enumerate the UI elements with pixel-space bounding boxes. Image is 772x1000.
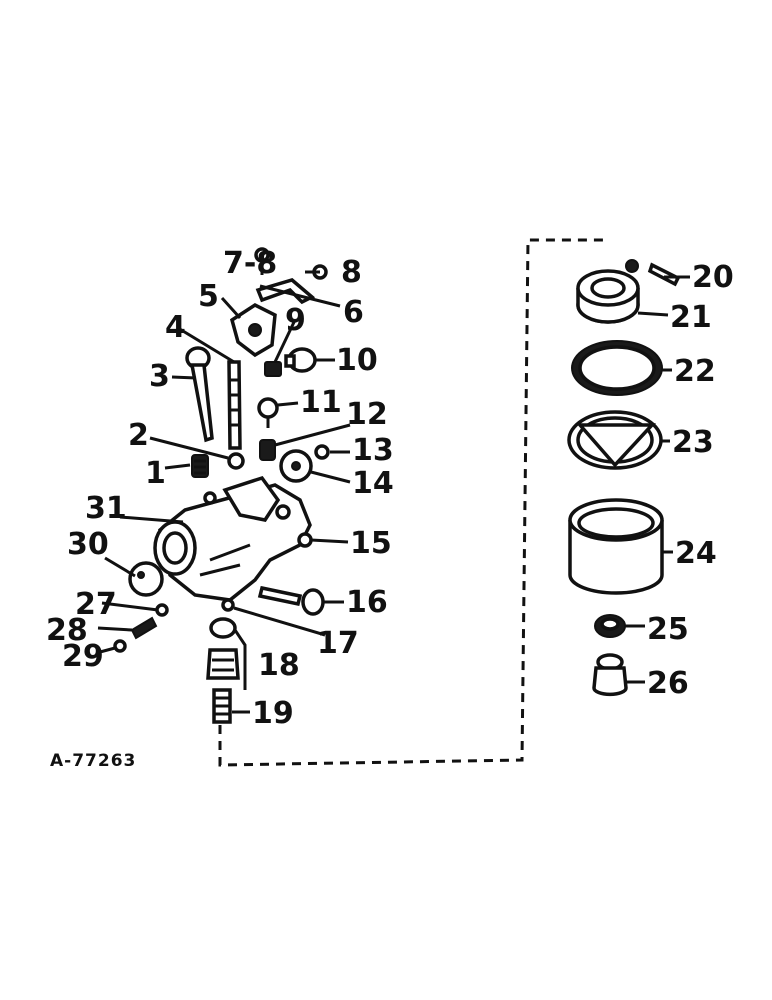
part-10-valve — [284, 347, 317, 373]
callout-2: 2 — [128, 418, 149, 453]
callout-24: 24 — [675, 536, 717, 571]
callout-7-8: 7-8 — [223, 246, 277, 281]
part-30-plate — [128, 561, 164, 597]
reference-code: A-77263 — [50, 751, 136, 771]
callout-22: 22 — [674, 354, 716, 389]
callout-4: 4 — [165, 310, 186, 345]
part-21-float-housing — [576, 259, 640, 324]
part-29-ball — [113, 639, 127, 653]
callout-1: 1 — [145, 456, 166, 491]
callout-23: 23 — [672, 425, 714, 460]
part-23-float — [567, 410, 663, 470]
part-27-ring — [155, 603, 169, 617]
part-7-8-screw — [254, 247, 270, 275]
callout-30: 30 — [67, 527, 109, 562]
leader-lines — [97, 270, 690, 714]
part-1-spring — [191, 454, 209, 478]
part-13-screw — [314, 444, 330, 460]
part-25-washer — [594, 614, 626, 638]
callout-19: 19 — [252, 696, 294, 731]
callout-21: 21 — [670, 300, 712, 335]
callout-15: 15 — [350, 526, 392, 561]
callout-10: 10 — [336, 343, 378, 378]
part-5-lever — [229, 302, 277, 358]
callout-5: 5 — [198, 279, 219, 314]
assembly-connector-dashed-line — [218, 238, 608, 767]
callout-17: 17 — [317, 626, 359, 661]
part-4-shaft — [227, 360, 242, 450]
part-19-bolt — [212, 688, 232, 724]
callout-18: 18 — [258, 648, 300, 683]
callout-13: 13 — [352, 433, 394, 468]
part-24-fuel-bowl — [568, 498, 664, 595]
part-3-needle-screw — [185, 346, 214, 443]
part-2-ring — [227, 452, 245, 470]
callout-26: 26 — [647, 666, 689, 701]
callout-27: 27 — [75, 587, 117, 622]
part-20-pin — [647, 262, 681, 287]
part-15-plug — [297, 532, 313, 548]
callout-9: 9 — [285, 303, 306, 338]
part-28-spring — [130, 616, 158, 640]
callout-28: 28 — [46, 613, 88, 648]
callout-14: 14 — [352, 466, 394, 501]
callout-31: 31 — [85, 491, 127, 526]
callout-6: 6 — [343, 295, 364, 330]
callout-labels: 1 2 3 4 5 6 7-8 8 9 10 11 12 13 14 15 16… — [46, 246, 734, 731]
callout-3: 3 — [149, 359, 170, 394]
part-9-spring — [264, 361, 282, 377]
part-31-carburetor-body — [153, 475, 312, 602]
part-14-plate — [279, 449, 313, 483]
part-17-washer — [221, 598, 235, 612]
callout-16: 16 — [346, 585, 388, 620]
part-22-gasket-ring — [571, 340, 663, 396]
callout-8: 8 — [341, 255, 362, 290]
part-11-screw — [257, 397, 279, 428]
part-18-nozzle — [206, 617, 240, 680]
callout-11: 11 — [300, 385, 342, 420]
callout-29: 29 — [62, 639, 104, 674]
callout-20: 20 — [692, 260, 734, 295]
part-12-spring — [259, 439, 276, 461]
callout-25: 25 — [647, 612, 689, 647]
part-16-shaft — [257, 585, 325, 616]
callout-12: 12 — [346, 397, 388, 432]
part-26-drain-plug — [592, 653, 628, 697]
